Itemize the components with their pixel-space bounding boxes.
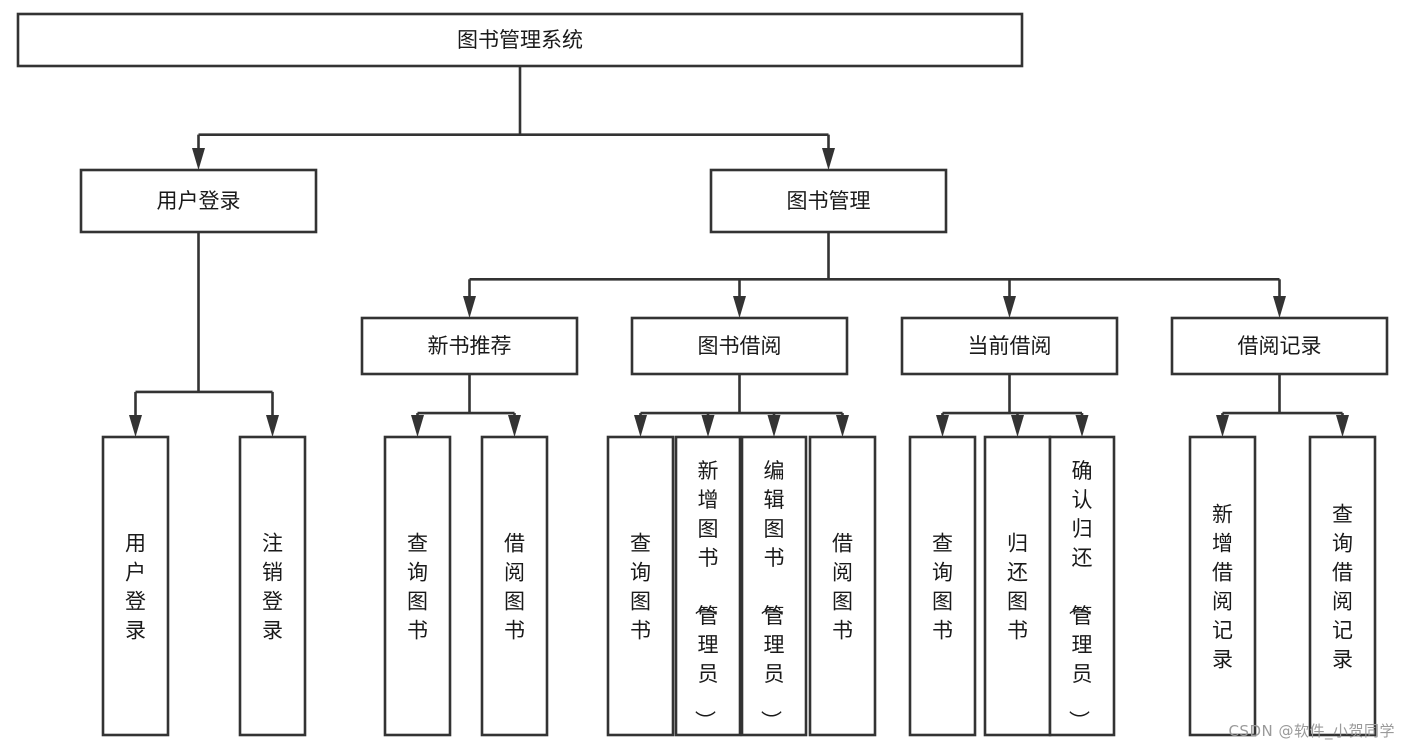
node-label: 借阅记录 (1238, 334, 1322, 358)
node-borrow-record[interactable]: 借阅记录 (1170, 316, 1389, 376)
node-label: 注销登录 (262, 532, 283, 643)
node-label: 当前借阅 (968, 334, 1052, 358)
node-label: 图书管理系统 (457, 28, 583, 52)
node-label: 确认归还（管理员） (1067, 459, 1093, 731)
node-leaf-query-record[interactable]: 查询借阅记录 (1308, 435, 1377, 737)
node-label: 查询图书 (407, 532, 428, 643)
node-leaf-add-record[interactable]: 新增借阅记录 (1188, 435, 1257, 737)
node-label: 编辑图书（管理员） (759, 459, 785, 731)
node-layer: 图书管理系统用户登录图书管理新书推荐图书借阅当前借阅借阅记录用户登录注销登录查询… (16, 12, 1389, 737)
node-label: 借阅图书 (832, 532, 853, 643)
node-label: 查询图书 (932, 532, 953, 643)
node-leaf-query-book-cur[interactable]: 查询图书 (908, 435, 977, 737)
node-label: 查询图书 (630, 532, 651, 643)
node-leaf-user-login[interactable]: 用户登录 (101, 435, 170, 737)
node-leaf-query-book-bor[interactable]: 查询图书 (606, 435, 675, 737)
node-label: 借阅图书 (504, 532, 525, 643)
node-leaf-borrow-book-rec[interactable]: 借阅图书 (480, 435, 549, 737)
node-new-book-recommend[interactable]: 新书推荐 (360, 316, 579, 376)
node-book-manage[interactable]: 图书管理 (709, 168, 948, 234)
node-leaf-edit-book[interactable]: 编辑图书（管理员） (740, 435, 808, 737)
node-label: 新增借阅记录 (1212, 503, 1233, 672)
node-leaf-query-book-rec[interactable]: 查询图书 (383, 435, 452, 737)
node-label: 归还图书 (1007, 532, 1028, 643)
node-current-borrow[interactable]: 当前借阅 (900, 316, 1119, 376)
node-label: 用户登录 (125, 532, 146, 643)
node-label: 图书管理 (787, 189, 871, 213)
watermark-text: CSDN @软件_小贺同学 (1228, 722, 1395, 740)
node-root[interactable]: 图书管理系统 (16, 12, 1024, 68)
node-user-login[interactable]: 用户登录 (79, 168, 318, 234)
node-leaf-return-book[interactable]: 归还图书 (983, 435, 1052, 737)
node-leaf-borrow-book-bor[interactable]: 借阅图书 (808, 435, 877, 737)
node-label: 图书借阅 (698, 334, 782, 358)
node-label: 用户登录 (157, 189, 241, 213)
node-book-borrow[interactable]: 图书借阅 (630, 316, 849, 376)
node-label: 新增图书（管理员） (693, 459, 719, 731)
node-leaf-add-book[interactable]: 新增图书（管理员） (674, 435, 742, 737)
node-label: 查询借阅记录 (1332, 503, 1353, 672)
node-label: 新书推荐 (428, 334, 512, 358)
node-leaf-confirm-return[interactable]: 确认归还（管理员） (1048, 435, 1116, 737)
connector-layer (129, 66, 1349, 437)
node-leaf-logout[interactable]: 注销登录 (238, 435, 307, 737)
